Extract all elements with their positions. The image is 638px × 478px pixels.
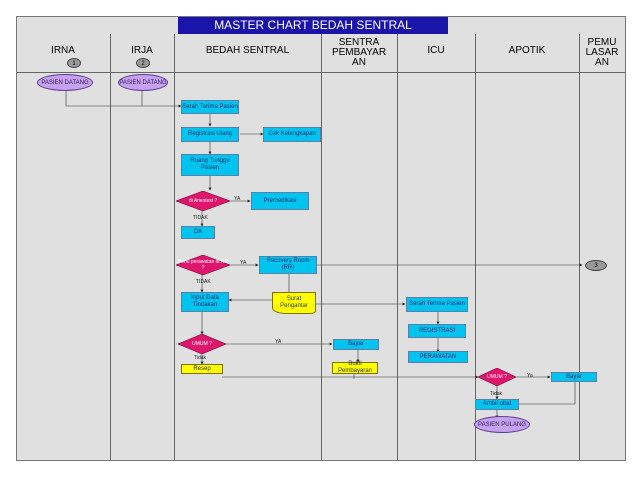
document-surat-pengantar: Surat Pengantar	[272, 292, 316, 314]
lane-divider	[475, 34, 580, 460]
process-serah-terima-icu: Serah Terima Pasien	[406, 297, 468, 312]
edge-label-ya: YA	[240, 260, 247, 266]
lane-header-irja: IRJA	[131, 45, 153, 56]
lane-header-bedah: BEDAH SENTRAL	[205, 45, 290, 56]
process-ambil-obat: Ambil obat	[475, 399, 519, 410]
edge-label-tidak: Tidak	[490, 391, 503, 397]
start-pasien-datang-irna: PASIEN DATANG	[37, 74, 93, 91]
lane-header-apotik: APOTIK	[508, 45, 546, 56]
decision-umum-apotik: UMUM ?	[478, 368, 516, 386]
process-ok: OK	[181, 226, 215, 239]
process-premedikasi: Premedikasi	[251, 192, 309, 210]
lane-divider	[321, 34, 398, 460]
process-registrasi-ulang: Registrasi Ulang	[181, 127, 239, 142]
start-pasien-datang-irja: PASIEN DATANG	[118, 74, 168, 91]
document-bukti-pembayaran: Bukti Pembayaran	[332, 361, 378, 374]
edge-label-ya: YA	[275, 339, 282, 345]
decision-umum-apotik-label: UMUM ?	[487, 374, 507, 380]
process-bayar-sentra: Bayar	[333, 339, 379, 350]
lane-divider	[174, 34, 322, 460]
edge-label-ya: Ya	[527, 373, 533, 379]
lane-header-sentra: SENTRA PEMBAYAR AN	[331, 37, 387, 68]
chart-title: MASTER CHART BEDAH SENTRAL	[178, 17, 448, 34]
decision-umum-bedah: UMUM ?	[178, 334, 226, 354]
lane-header-icu: ICU	[427, 45, 445, 56]
lane-divider	[16, 34, 111, 460]
process-bayar-apotik: Bayar	[551, 372, 597, 382]
edge-label-tidak: TIDAK	[193, 215, 208, 221]
process-serah-terima: Serah Terima Pasien	[181, 100, 239, 114]
connector-marker-pemu: 3	[585, 260, 607, 271]
lane-divider	[397, 34, 476, 460]
edge-label-tidak: Tidak	[194, 355, 207, 361]
decision-di-anestesi-label: di Anestesi ?	[188, 198, 218, 204]
header-divider	[17, 72, 625, 73]
decision-perlu-perawatan: Perlu perawatan di RR ?	[176, 255, 230, 275]
process-cek-kelengkapan: Cek Kelengkapan	[263, 127, 321, 142]
process-input-data: Input Data Tindakan	[181, 292, 229, 312]
lane-divider	[110, 34, 175, 460]
lane-marker-irja: 2	[136, 58, 150, 68]
process-registrasi-icu: REGISTRASI	[408, 324, 466, 338]
edge-label-tidak: TIDAK	[196, 279, 211, 285]
lane-marker-irna: 1	[67, 58, 81, 68]
end-pasien-pulang: PASIEN PULANG	[474, 416, 530, 433]
process-perawatan-icu: PERAWATAN	[408, 351, 468, 363]
edge-label-ya: YA	[234, 196, 241, 202]
process-ruang-tunggu: Ruang Tunggu Pasien	[181, 154, 239, 176]
process-recovery-room: Recovery Room (RR)	[259, 256, 317, 274]
decision-umum-bedah-label: UMUM ?	[192, 341, 212, 347]
decision-di-anestesi: di Anestesi ?	[176, 191, 230, 211]
lane-header-irna: IRNA	[51, 45, 75, 56]
lane-header-pemu: PEMU LASAR AN	[585, 37, 619, 68]
decision-perlu-perawatan-label: Perlu perawatan di RR ?	[177, 259, 229, 271]
document-resep: Resep	[181, 364, 223, 374]
